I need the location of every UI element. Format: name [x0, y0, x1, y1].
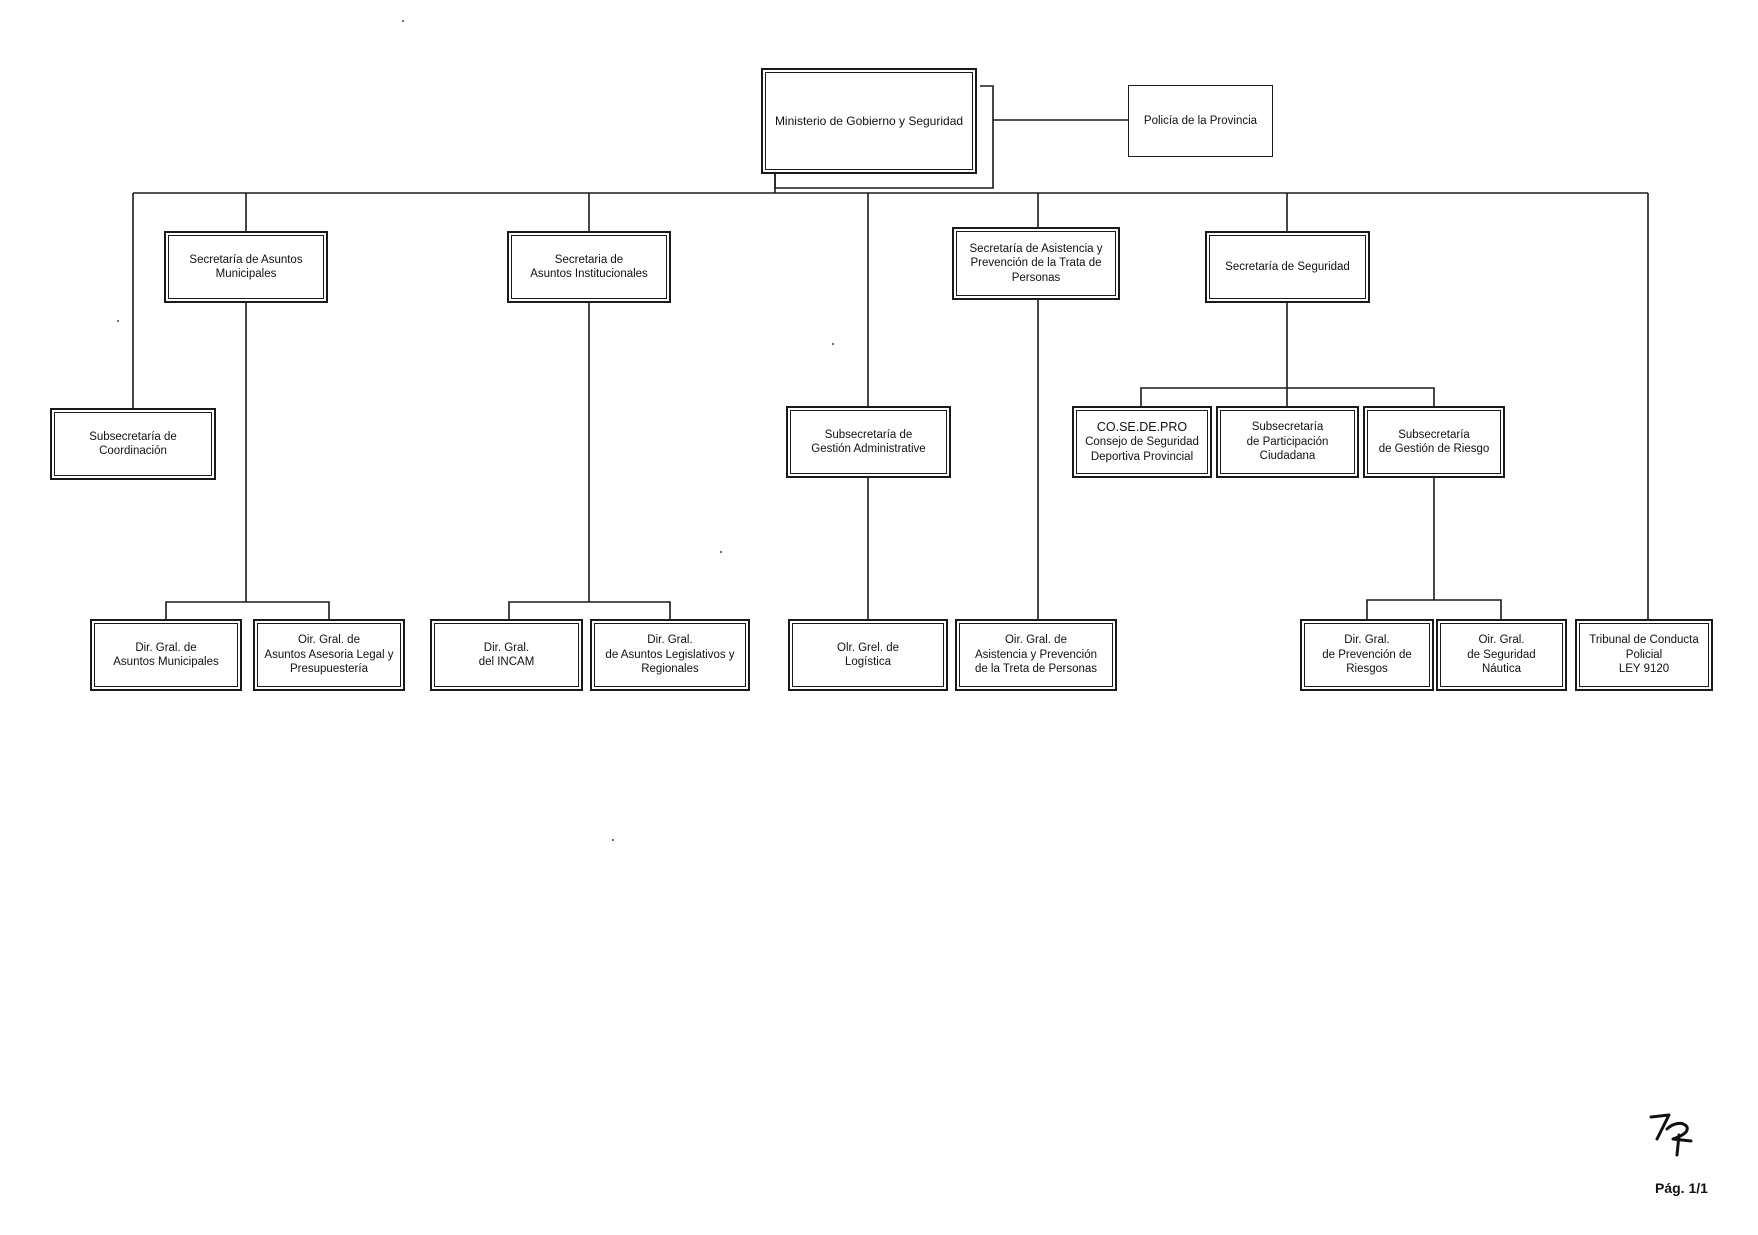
- node-dir-logistica-label: Olr. Grel. de Logística: [837, 641, 899, 668]
- handwritten-signature-icon: [1649, 1113, 1693, 1157]
- node-dir-legislativos: Dir. Gral. de Asuntos Legislativos y Reg…: [590, 619, 750, 691]
- node-sec-trata: Secretaría de Asistencia y Prevención de…: [952, 227, 1120, 300]
- node-cosedepro: CO.SE.DE.PRO Consejo de Seguridad Deport…: [1072, 406, 1212, 478]
- node-cosedepro-desc: Consejo de Seguridad Deportiva Provincia…: [1085, 436, 1199, 463]
- node-dir-municipales-label: Dir. Gral. de Asuntos Municipales: [113, 641, 219, 668]
- node-sec-municipales: Secretaría de Asuntos Municipales: [164, 231, 328, 303]
- node-dir-trata: Oir. Gral. de Asistencia y Prevención de…: [955, 619, 1117, 691]
- node-sub-riesgo: Subsecretaría de Gestión de Riesgo: [1363, 406, 1505, 478]
- node-ministerio: Ministerio de Gobierno y Seguridad: [761, 68, 977, 174]
- node-cosedepro-title: CO.SE.DE.PRO: [1096, 419, 1188, 434]
- node-dir-nautica-label: Oir. Gral. de Seguridad Náutica: [1467, 634, 1536, 676]
- node-policia-label: Policía de la Provincia: [1143, 114, 1258, 127]
- node-sec-municipales-label: Secretaría de Asuntos Municipales: [189, 253, 303, 280]
- connector-lines: [132, 85, 1649, 620]
- node-sub-gestion-admin-label: Subsecretaría de Gestión Administrative: [811, 428, 926, 455]
- node-dir-legislativos-label: Dir. Gral. de Asuntos Legislativos y Reg…: [605, 634, 735, 676]
- scan-speck: [402, 20, 404, 22]
- node-sec-trata-label: Secretaría de Asistencia y Prevención de…: [969, 242, 1103, 284]
- node-policia: Policía de la Provincia: [1128, 85, 1273, 157]
- node-dir-asesoria: Oir. Gral. de Asuntos Asesoria Legal y P…: [253, 619, 405, 691]
- node-sub-participacion-label: Subsecretaría de Participación Ciudadana: [1246, 421, 1329, 463]
- page-number: Pág. 1/1: [1655, 1180, 1708, 1196]
- node-sub-gestion-admin: Subsecretaría de Gestión Administrative: [786, 406, 951, 478]
- scan-speck: [117, 320, 119, 322]
- node-dir-municipales: Dir. Gral. de Asuntos Municipales: [90, 619, 242, 691]
- node-sec-seguridad-label: Secretaría de Seguridad: [1225, 260, 1350, 273]
- node-dir-prevencion-label: Dir. Gral. de Prevención de Riesgos: [1322, 634, 1412, 676]
- node-dir-incam-label: Dir. Gral. del INCAM: [478, 641, 535, 668]
- node-sec-institucionales-label: Secretaria de Asuntos Institucionales: [530, 253, 648, 280]
- node-ministerio-label: Ministerio de Gobierno y Seguridad: [774, 113, 964, 128]
- node-dir-logistica: Olr. Grel. de Logística: [788, 619, 948, 691]
- node-sub-participacion: Subsecretaría de Participación Ciudadana: [1216, 406, 1359, 478]
- node-tribunal-label: Tribunal de Conducta Policial LEY 9120: [1589, 634, 1699, 676]
- scan-speck: [612, 839, 614, 841]
- node-sec-seguridad: Secretaría de Seguridad: [1205, 231, 1370, 303]
- node-sec-institucionales: Secretaria de Asuntos Institucionales: [507, 231, 671, 303]
- node-dir-prevencion: Dir. Gral. de Prevención de Riesgos: [1300, 619, 1434, 691]
- scan-speck: [720, 551, 722, 553]
- node-sub-riesgo-label: Subsecretaría de Gestión de Riesgo: [1378, 428, 1490, 455]
- scan-speck: [832, 343, 834, 345]
- node-dir-trata-label: Oir. Gral. de Asistencia y Prevención de…: [974, 634, 1098, 676]
- node-dir-incam: Dir. Gral. del INCAM: [430, 619, 583, 691]
- node-dir-nautica: Oir. Gral. de Seguridad Náutica: [1436, 619, 1567, 691]
- node-tribunal: Tribunal de Conducta Policial LEY 9120: [1575, 619, 1713, 691]
- node-dir-asesoria-label: Oir. Gral. de Asuntos Asesoria Legal y P…: [264, 634, 394, 676]
- node-sub-coordinacion: Subsecretaría de Coordinación: [50, 408, 216, 480]
- node-sub-coordinacion-label: Subsecretaría de Coordinación: [89, 430, 177, 457]
